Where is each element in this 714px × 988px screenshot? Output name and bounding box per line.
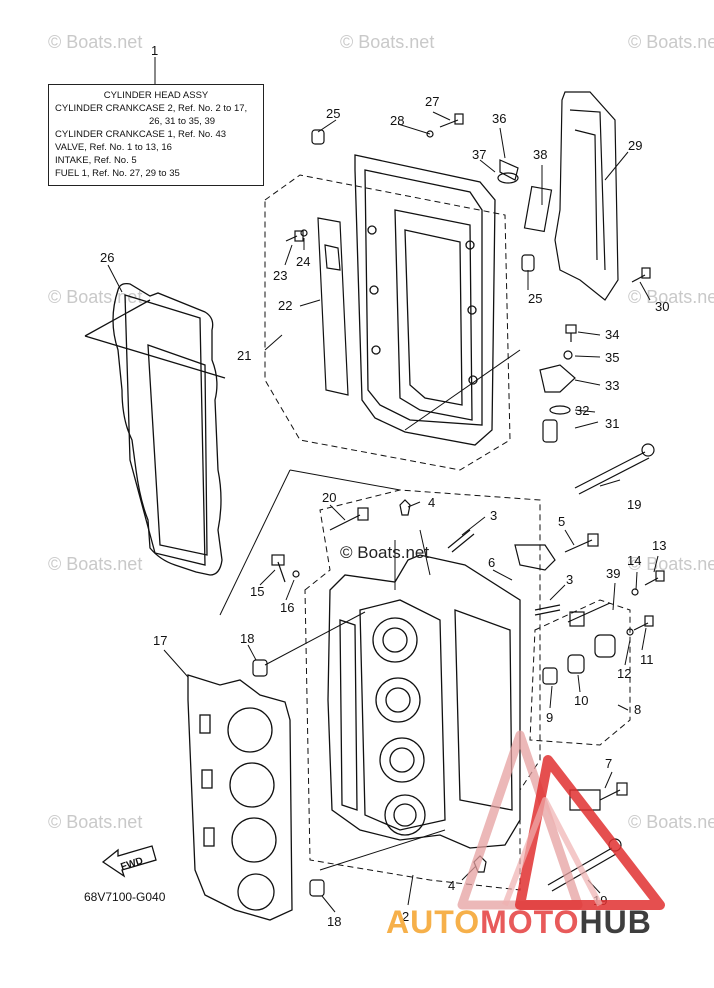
part-label: 37 <box>472 147 486 162</box>
sleeves <box>252 129 639 897</box>
part-label: 2 <box>402 909 409 924</box>
part-label: 10 <box>574 693 588 708</box>
cylinder-head-cover <box>354 154 496 446</box>
part-label: 26 <box>100 250 114 265</box>
part-code: 68V7100-G040 <box>84 890 166 904</box>
watermark-text: © Boats.net <box>628 554 714 574</box>
fwd-arrow-icon: FWD <box>101 845 157 878</box>
part-label: 16 <box>280 600 294 615</box>
part-label: 7 <box>605 756 612 771</box>
part-label: 27 <box>425 94 439 109</box>
part-label: 18 <box>240 631 254 646</box>
brand-part-auto: AUTO <box>386 904 481 940</box>
part-label: 8 <box>634 702 641 717</box>
part-label: 5 <box>558 514 565 529</box>
part-label: 3 <box>490 508 497 523</box>
part-label: 12 <box>617 666 631 681</box>
part-label: 25 <box>528 291 542 306</box>
part-label: 35 <box>605 350 619 365</box>
part-label: 23 <box>273 268 287 283</box>
part-label: 4 <box>428 495 435 510</box>
watermark-text: © Boats.net <box>48 812 142 832</box>
part-label: 29 <box>628 138 642 153</box>
part-label: 13 <box>652 538 666 553</box>
legend-line: VALVE, Ref. No. 1 to 13, 16 <box>55 142 172 153</box>
part-label: 25 <box>326 106 340 121</box>
leader-lines <box>107 57 659 913</box>
center-watermark: © Boats.net <box>340 543 430 562</box>
watermark-text: © Boats.net <box>628 812 714 832</box>
part-label: 30 <box>655 299 669 314</box>
part-label: 33 <box>605 378 619 393</box>
part-label: 28 <box>390 113 404 128</box>
part-label: 38 <box>533 147 547 162</box>
watermark-text: © Boats.net <box>48 32 142 52</box>
part-label: 20 <box>322 490 336 505</box>
bracket-29 <box>523 91 619 301</box>
cylinder-block <box>327 554 521 849</box>
part-label: 11 <box>640 652 654 667</box>
watermark-text: © Boats.net <box>48 287 142 307</box>
part-label: 9 <box>546 710 553 725</box>
part-label: 14 <box>627 553 641 568</box>
legend-line: 26, 31 to 35, 39 <box>149 116 216 127</box>
part-label: 22 <box>278 298 292 313</box>
group-outline-2 <box>304 489 541 891</box>
part-label: 32 <box>575 403 589 418</box>
watermark-text: © Boats.net <box>340 32 434 52</box>
watermark-text: © Boats.net <box>628 287 714 307</box>
watermarks: © Boats.net © Boats.net © Boats.net © Bo… <box>48 32 714 832</box>
part-label: 24 <box>296 254 310 269</box>
brand-logo-icon <box>457 730 665 910</box>
group-outline-8 <box>529 599 631 746</box>
parts-legend: CYLINDER HEAD ASSY CYLINDER CRANKCASE 2,… <box>48 84 264 186</box>
part-label: 34 <box>605 327 619 342</box>
brand-wordmark: AUTOMOTOHUB <box>386 904 652 941</box>
brand-part-moto: MOTO <box>480 904 580 940</box>
legend-line: INTAKE, Ref. No. 5 <box>55 155 137 166</box>
legend-line: FUEL 1, Ref. No. 27, 29 to 35 <box>55 168 180 179</box>
part-label: 17 <box>153 633 167 648</box>
brand-part-hub: HUB <box>579 904 652 940</box>
watermark-text: © Boats.net <box>48 554 142 574</box>
part-label: 19 <box>627 497 641 512</box>
gasket-26 <box>84 282 226 576</box>
part-label: 6 <box>488 555 495 570</box>
small-bolts <box>271 113 665 801</box>
part-label: 15 <box>250 584 264 599</box>
part-label: 4 <box>448 878 455 893</box>
legend-line: CYLINDER CRANKCASE 2, Ref. No. 2 to 17, <box>55 103 248 114</box>
part-label: 3 <box>566 572 573 587</box>
watermark-text: © Boats.net <box>628 32 714 52</box>
legend-ref-number: 1 <box>151 43 158 58</box>
group-outline-21 <box>264 174 511 471</box>
part-labels: 1 25 27 28 36 37 38 29 26 24 23 22 21 25… <box>100 43 669 929</box>
part-label: 36 <box>492 111 506 126</box>
part-label: 31 <box>605 416 619 431</box>
plate-22 <box>317 217 349 396</box>
part-label: 39 <box>606 566 620 581</box>
part-label: 18 <box>327 914 341 929</box>
legend-line: CYLINDER CRANKCASE 1, Ref. No. 43 <box>55 129 227 140</box>
head-gasket-17 <box>187 674 293 921</box>
legend-title: CYLINDER HEAD ASSY <box>103 90 209 101</box>
part-label: 21 <box>237 348 251 363</box>
